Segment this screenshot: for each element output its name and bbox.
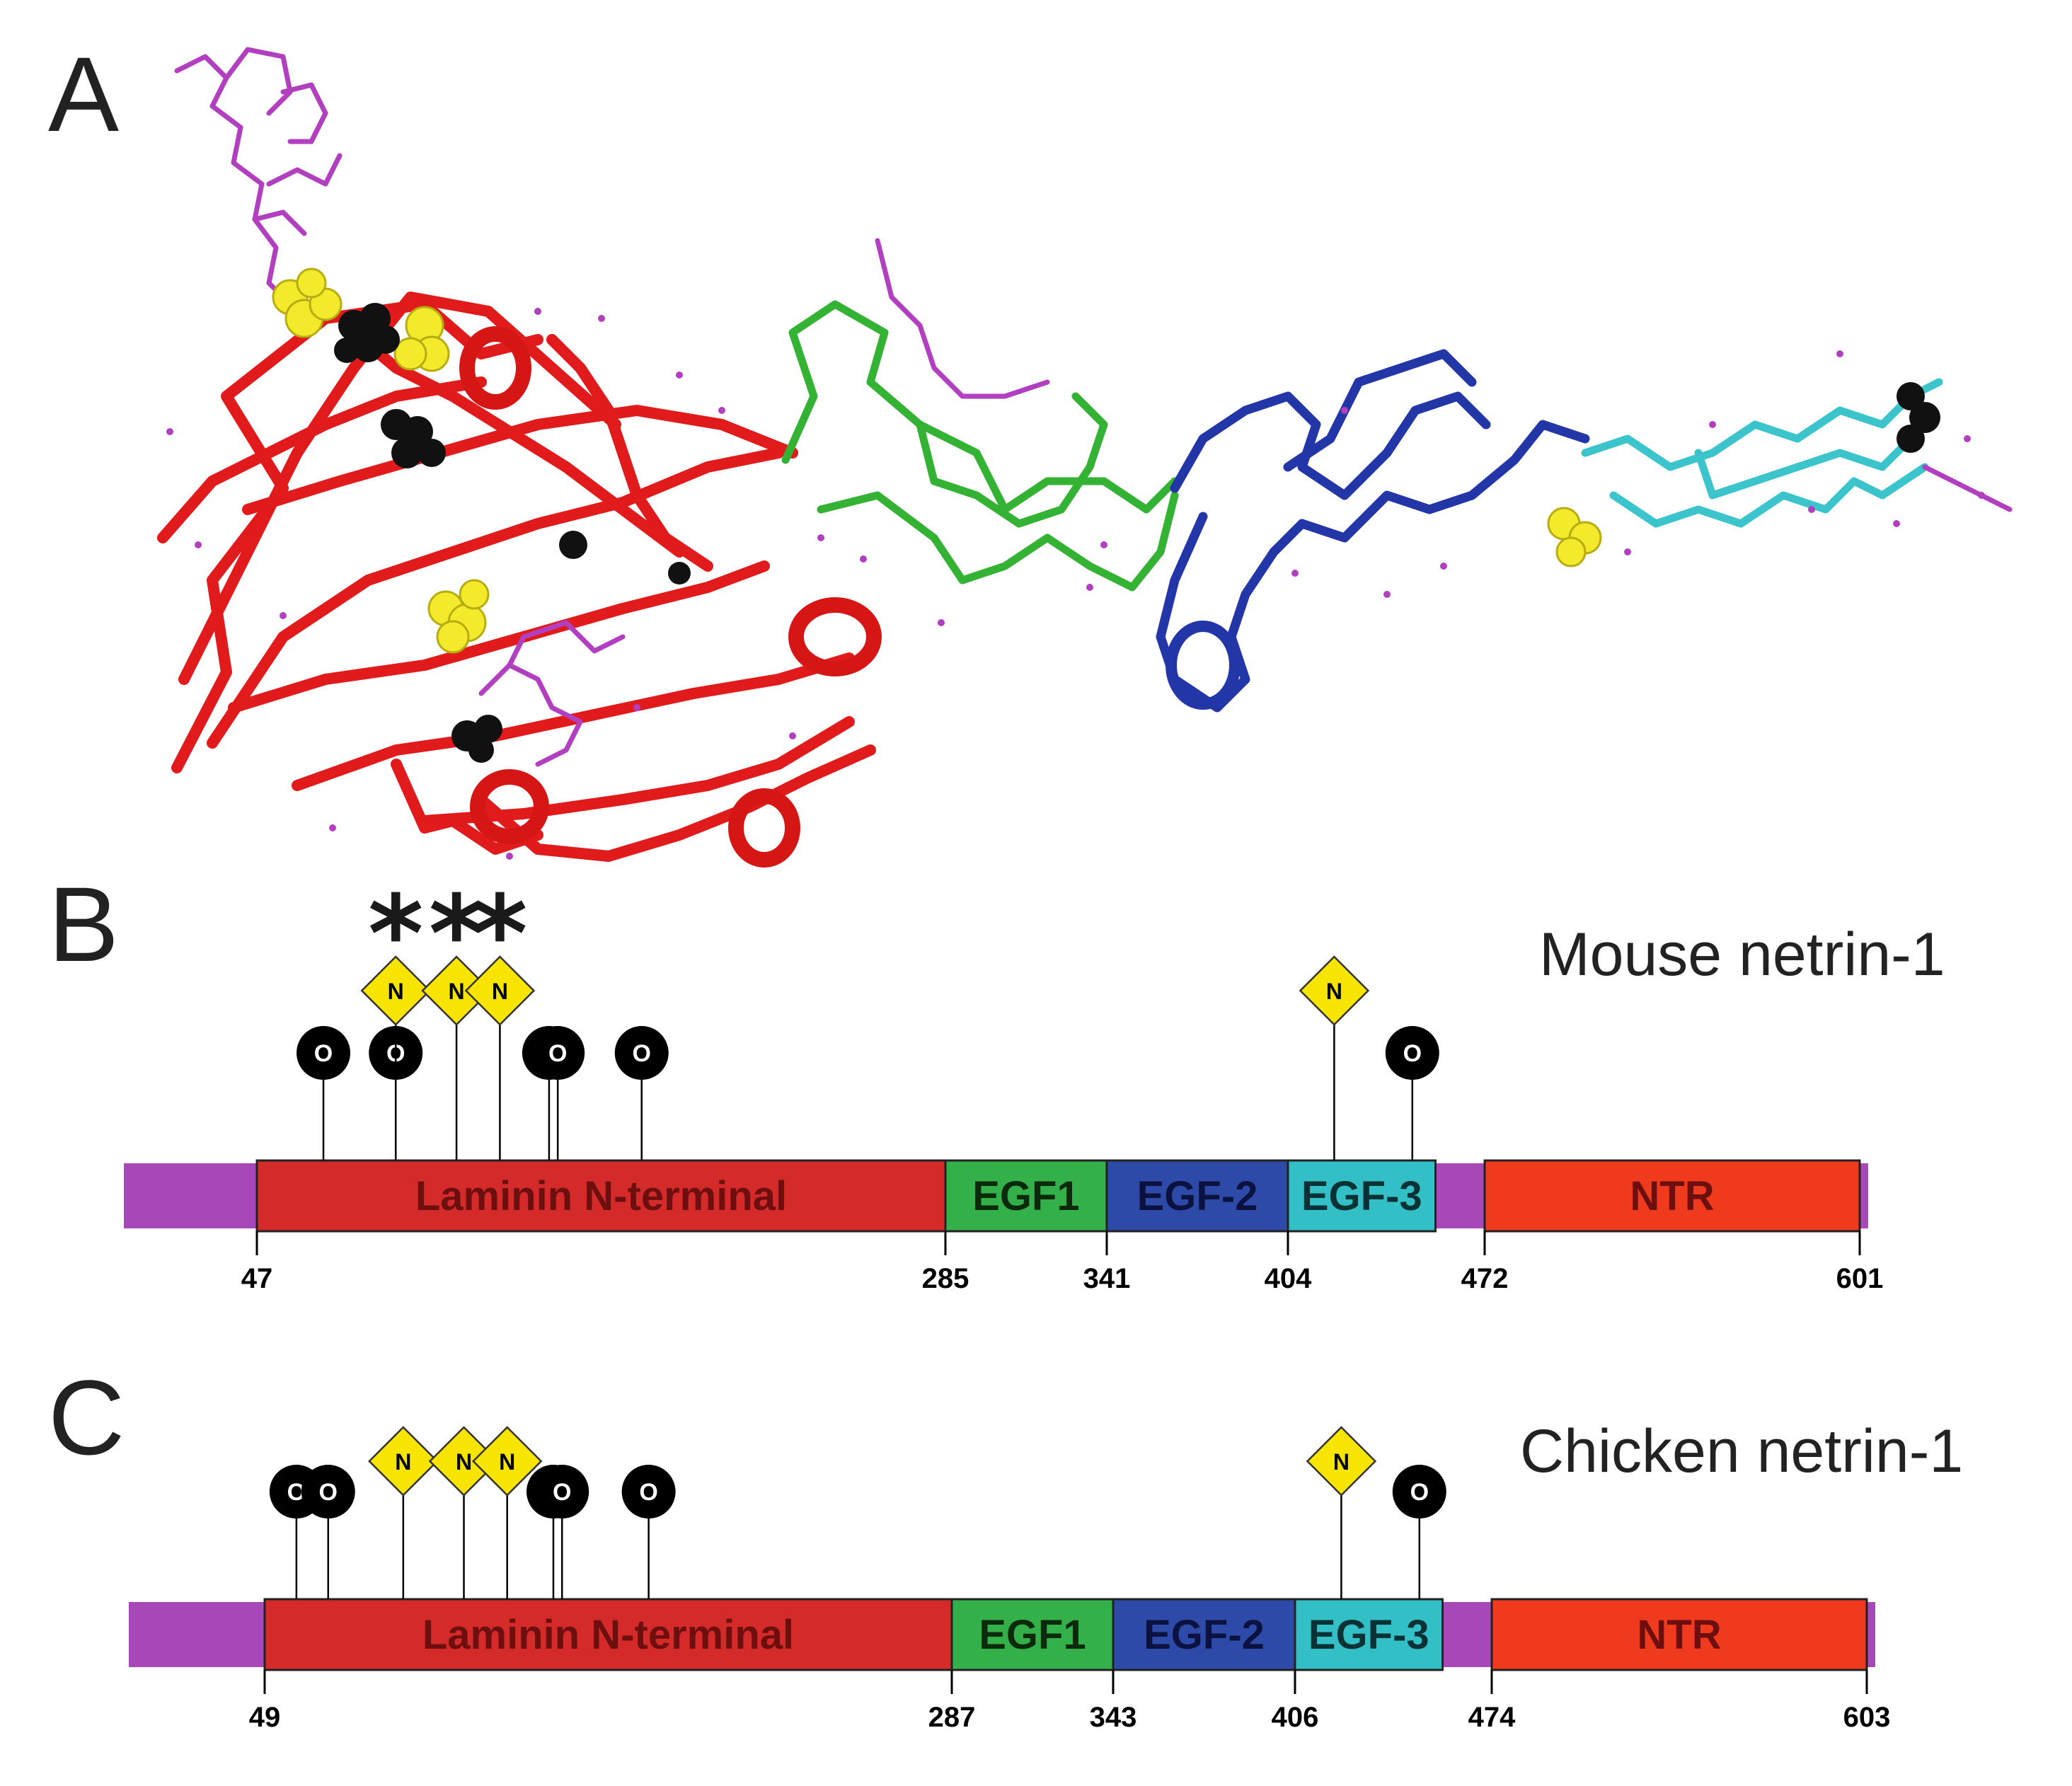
domain-label: EGF-3: [1301, 1173, 1422, 1219]
domain-label: Laminin N-terminal: [422, 1612, 794, 1658]
highlight-star: *: [368, 873, 423, 996]
o-glycosylation-marker: [621, 1465, 676, 1519]
structure-laminin-domain: [157, 292, 876, 862]
domain-label: EGF1: [979, 1612, 1086, 1658]
structure-laminin-helices: [459, 326, 882, 868]
domain-ntr-box: [1490, 1598, 1868, 1671]
o-glycosylation-symbol: O: [319, 1479, 338, 1506]
domain-label: EGF-2: [1144, 1612, 1265, 1658]
structure-egf2-domain: [1156, 349, 1590, 713]
n-glycosylation-symbol: N: [1326, 979, 1342, 1004]
n-glycosylation-marker: [1299, 955, 1370, 1026]
o-glycosylation-marker: [301, 1465, 355, 1519]
o-glycosylation-marker: [1385, 1026, 1439, 1080]
n-glycosylation-symbol: N: [492, 979, 508, 1004]
n-glycosylation-marker: [368, 1426, 439, 1497]
domain-label: EGF-2: [1137, 1173, 1258, 1219]
n-glycosylation-symbol: N: [388, 979, 404, 1004]
domain-label: EGF1: [972, 1173, 1080, 1219]
domain-egf-2-box: [1105, 1159, 1289, 1233]
domain-egf-3-box: [1294, 1598, 1444, 1671]
position-label: 474: [1468, 1702, 1516, 1733]
position-label: 49: [249, 1702, 281, 1733]
structure-black-spheres: [334, 303, 1940, 763]
structure-yellow-spheres: [272, 267, 1602, 654]
panel-a: A: [48, 35, 2013, 868]
o-glycosylation-symbol: O: [1403, 1040, 1422, 1067]
structure-egf3-domain: [1581, 378, 1943, 528]
structure-glycan-sticks: [174, 47, 2013, 767]
o-glycosylation-symbol: O: [553, 1479, 571, 1506]
o-glycosylation-symbol: O: [548, 1040, 567, 1067]
o-glycosylation-marker: [614, 1026, 669, 1080]
domain-label: NTR: [1637, 1612, 1721, 1658]
position-label: 287: [928, 1702, 976, 1733]
o-glycosylation-marker: [531, 1026, 585, 1080]
n-glycosylation-marker: [360, 955, 432, 1026]
mouse-species-label: Mouse netrin-1: [1539, 921, 1945, 989]
n-glycosylation-marker: [464, 955, 536, 1026]
position-label: 404: [1265, 1263, 1312, 1294]
position-label: 601: [1836, 1263, 1884, 1294]
panel-c: C Chicken netrin-1 Laminin N-terminal EGF…: [48, 1358, 1963, 1733]
n-glycosylation-marker: [1306, 1426, 1377, 1497]
chicken-domain-diagram: Laminin N-terminal EGF1 EGF-2 EGF-3 NTR 49 287…: [129, 1426, 1891, 1733]
n-glycosylation-symbol: N: [456, 1449, 472, 1475]
panel-a-letter: A: [48, 35, 119, 154]
structure-water-dots: [166, 308, 1985, 860]
position-label: 603: [1843, 1702, 1891, 1733]
domain-label: EGF-3: [1308, 1612, 1429, 1658]
protein-structure-3d: [157, 47, 2013, 868]
position-label: 285: [922, 1263, 969, 1294]
o-glycosylation-symbol: O: [639, 1479, 657, 1506]
domain-ntr-box: [1483, 1159, 1861, 1233]
domain-egf1-box: [944, 1159, 1108, 1233]
domain-label: NTR: [1630, 1173, 1714, 1219]
panel-b: B Mouse netrin-1 Laminin N-terminal EGF1 E…: [48, 865, 1945, 1294]
o-glycosylation-marker: [535, 1465, 589, 1519]
n-glycosylation-symbol: N: [499, 1449, 515, 1475]
o-glycosylation-symbol: O: [633, 1040, 651, 1067]
mouse-domain-diagram: Laminin N-terminal EGF1 EGF-2 EGF-3 NTR 47 285…: [124, 873, 1883, 1294]
domain-egf-2-box: [1112, 1598, 1296, 1671]
o-glycosylation-marker: [297, 1026, 351, 1080]
structure-egf2-helix: [1166, 621, 1241, 710]
domain-laminin-n-terminal-box: [255, 1159, 947, 1233]
position-label: 47: [241, 1263, 273, 1294]
position-label: 341: [1083, 1263, 1131, 1294]
n-glycosylation-marker: [471, 1426, 543, 1497]
position-label: 472: [1461, 1263, 1509, 1294]
o-glycosylation-symbol: O: [314, 1040, 333, 1067]
n-glycosylation-symbol: N: [395, 1449, 411, 1475]
highlight-star: *: [429, 873, 484, 996]
domain-egf-3-box: [1287, 1159, 1437, 1233]
panel-b-letter: B: [48, 865, 119, 984]
n-glycosylation-symbol: N: [449, 979, 465, 1004]
domain-egf1-box: [950, 1598, 1115, 1671]
position-label: 406: [1272, 1702, 1319, 1733]
chicken-species-label: Chicken netrin-1: [1520, 1417, 1963, 1485]
position-label: 343: [1090, 1702, 1137, 1733]
o-glycosylation-marker: [1392, 1465, 1446, 1519]
panel-c-letter: C: [48, 1358, 125, 1477]
o-glycosylation-symbol: O: [1410, 1479, 1429, 1506]
n-glycosylation-symbol: N: [1333, 1449, 1349, 1475]
structure-egf1-domain: [781, 300, 1179, 592]
domain-label: Laminin N-terminal: [415, 1173, 787, 1219]
highlight-star: *: [472, 873, 527, 996]
